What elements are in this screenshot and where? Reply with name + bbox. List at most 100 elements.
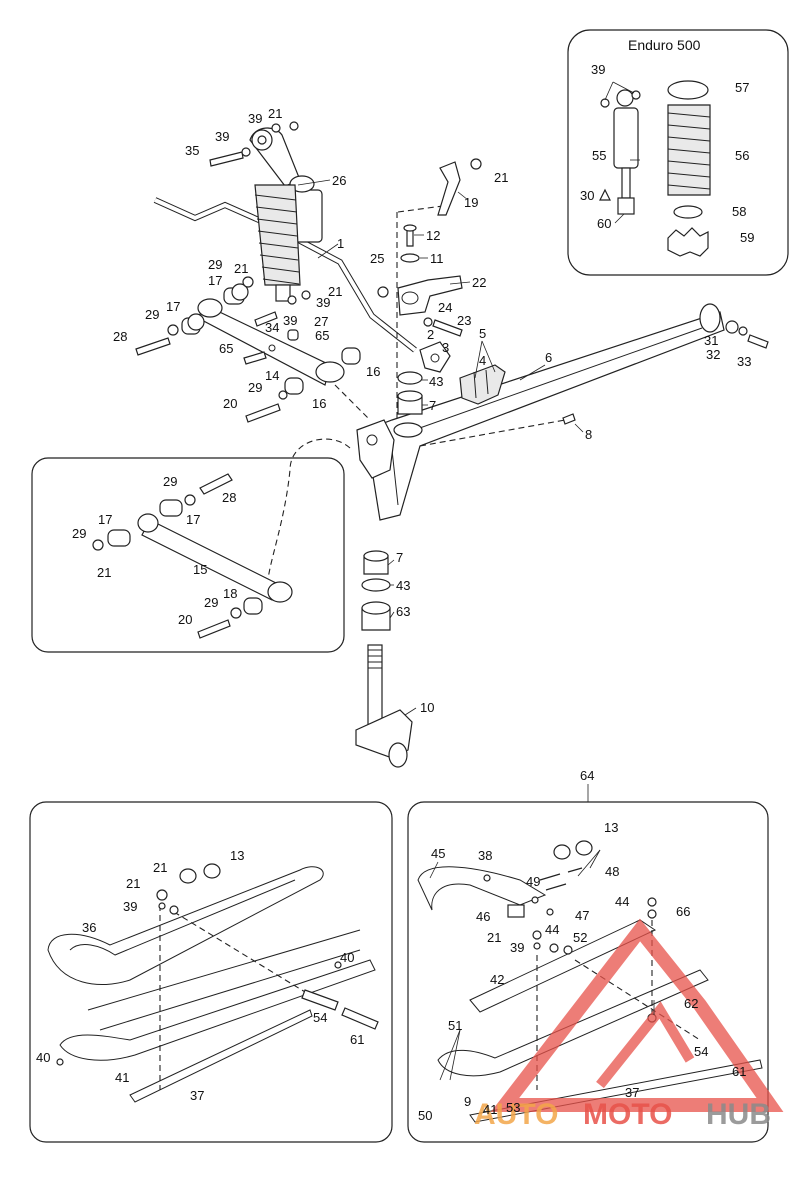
callout-21g: 21: [126, 876, 140, 891]
callout-21a: 21: [268, 106, 282, 121]
callout-25: 25: [370, 251, 384, 266]
alt-arm-panel: [31, 457, 345, 653]
callout-13a: 13: [230, 848, 244, 863]
callout-4: 4: [479, 353, 486, 368]
callout-7a: 7: [429, 398, 436, 413]
callout-11: 11: [430, 251, 444, 266]
callout-66: 66: [676, 904, 690, 919]
callout-29c: 29: [248, 380, 262, 395]
bolt-28b: [199, 473, 233, 495]
spring-cap-57: [667, 80, 709, 100]
callout-38: 38: [478, 848, 492, 863]
callout-34: 34: [265, 320, 279, 335]
bracket-4: [459, 364, 506, 405]
callout-7b: 7: [396, 550, 403, 565]
callout-41b: 41: [483, 1102, 497, 1117]
callout-6: 6: [545, 350, 552, 365]
callout-37a: 37: [190, 1088, 204, 1103]
bolt-23: [432, 319, 463, 337]
bumper-13b: [553, 844, 571, 860]
leader-lines: [297, 81, 655, 1081]
assembly-line-link: [267, 438, 351, 581]
callout-57: 57: [735, 80, 749, 95]
enduro-shock-55: [613, 89, 639, 215]
callout-21e: 21: [97, 565, 111, 580]
callout-37b: 37: [625, 1085, 639, 1100]
shock-absorber: [249, 127, 323, 302]
callout-16b: 16: [312, 396, 326, 411]
callout-44a: 44: [545, 922, 559, 937]
callout-54a: 54: [313, 1010, 327, 1025]
callout-36: 36: [82, 920, 96, 935]
alt-link-arm-15: [137, 513, 293, 603]
bracket-3: [419, 341, 451, 373]
callout-21d: 21: [328, 284, 342, 299]
callout-50: 50: [418, 1108, 432, 1123]
callout-29f: 29: [204, 595, 218, 610]
bolt-35: [209, 151, 244, 167]
watermark-hub: HUB: [706, 1098, 771, 1131]
washer-11: [400, 253, 420, 263]
adjuster-59: [667, 227, 709, 257]
callout-32: 32: [706, 347, 720, 362]
spring-seat-58: [673, 205, 703, 219]
bolt-20b: [197, 619, 231, 639]
clamp-22: [397, 275, 463, 316]
callout-46: 46: [476, 909, 490, 924]
watermark-moto: MOTO: [583, 1098, 672, 1131]
callout-39g: 39: [510, 940, 524, 955]
callout-64: 64: [580, 768, 594, 783]
callout-47: 47: [575, 908, 589, 923]
bumper-13a: [179, 868, 197, 884]
callout-52: 52: [573, 930, 587, 945]
callout-2: 2: [427, 327, 434, 342]
callout-10: 10: [420, 700, 434, 715]
callout-30: 30: [580, 188, 594, 203]
callout-12: 12: [426, 228, 440, 243]
enduro-500-title: Enduro 500: [628, 37, 701, 53]
callout-5: 5: [479, 326, 486, 341]
bolt-61a: [341, 1007, 379, 1030]
callout-48: 48: [605, 864, 619, 879]
callout-33: 33: [737, 354, 751, 369]
callout-19: 19: [464, 195, 478, 210]
callout-17a: 17: [208, 273, 222, 288]
callout-39f: 39: [123, 899, 137, 914]
callout-20b: 20: [178, 612, 192, 627]
callout-42: 42: [490, 972, 504, 987]
callout-60: 60: [597, 216, 611, 231]
plate-46: [507, 904, 525, 918]
callout-41a: 41: [115, 1070, 129, 1085]
bushing-16b: [284, 377, 304, 395]
callout-59: 59: [740, 230, 754, 245]
callout-28a: 28: [113, 329, 127, 344]
bolt-28: [135, 337, 171, 356]
callout-61b: 61: [732, 1064, 746, 1079]
spring-56: [667, 104, 711, 196]
callout-61a: 61: [350, 1032, 364, 1047]
callout-1: 1: [337, 236, 344, 251]
assembly-line-8: [419, 419, 566, 447]
ski-left-panel: [29, 801, 393, 1143]
callout-29b: 29: [145, 307, 159, 322]
callout-56: 56: [735, 148, 749, 163]
callout-26: 26: [332, 173, 346, 188]
callout-8: 8: [585, 427, 592, 442]
callout-28b: 28: [222, 490, 236, 505]
callout-39e: 39: [591, 62, 605, 77]
callout-21c: 21: [234, 261, 248, 276]
callout-3: 3: [442, 340, 449, 355]
bolt-65: [243, 351, 267, 365]
spindle-10: [355, 644, 413, 768]
callout-21b: 21: [494, 170, 508, 185]
callout-17b: 17: [166, 299, 180, 314]
callout-20a: 20: [223, 396, 237, 411]
callout-39a: 39: [248, 111, 262, 126]
callout-22: 22: [472, 275, 486, 290]
bracket-19: [437, 161, 461, 216]
callout-29d: 29: [163, 474, 177, 489]
callout-35: 35: [185, 143, 199, 158]
callout-53: 53: [506, 1100, 520, 1115]
pin-30: [599, 188, 611, 201]
